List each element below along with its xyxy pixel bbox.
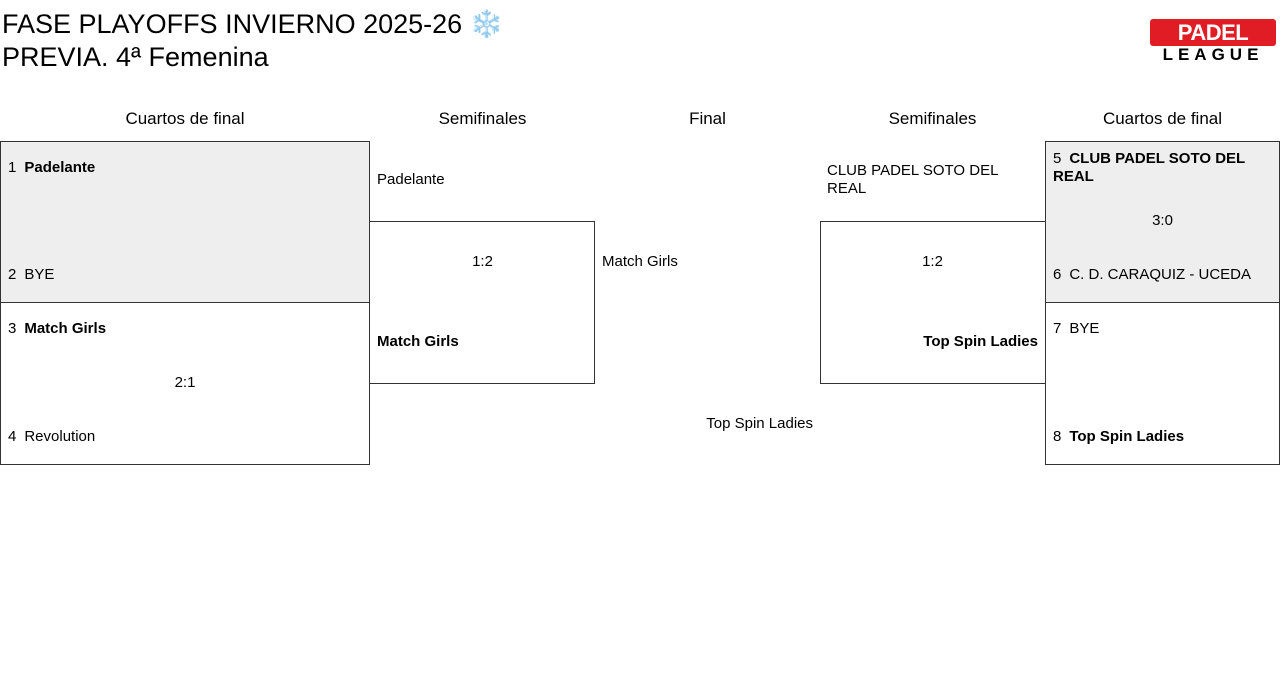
match-sf-right[interactable] — [820, 221, 1046, 384]
sf-right-team-1: CLUB PADEL SOTO DEL REAL — [827, 162, 998, 197]
logo-top: PADEL TEAM — [1150, 19, 1276, 72]
match-qf-1[interactable] — [0, 141, 370, 303]
final-team-2: Top Spin Ladies — [706, 415, 813, 432]
title-line-2: PREVIA. 4ª Femenina — [2, 42, 269, 72]
page-title: FASE PLAYOFFS INVIERNO 2025-26 ❄️ PREVIA… — [2, 8, 503, 74]
column-header-qf-left: Cuartos de final — [125, 109, 245, 128]
padel-team-league-logo: PADEL TEAM LEAGUE — [1150, 19, 1276, 72]
logo-bottom: LEAGUE — [1162, 45, 1264, 64]
match-score: 3:0 — [1152, 212, 1173, 229]
match-score: 1:2 — [472, 253, 493, 270]
match-sf-left[interactable] — [369, 221, 595, 384]
column-header-sf-left: Semifinales — [438, 109, 527, 128]
column-header-qf-right: Cuartos de final — [1102, 109, 1223, 128]
column-header-final: Final — [689, 109, 726, 128]
match-qf-3[interactable] — [1045, 141, 1280, 303]
column-header-sf-right: Semifinales — [888, 109, 977, 128]
final-team-1: Match Girls — [602, 253, 678, 270]
match-score: 1:2 — [922, 253, 943, 270]
title-line-1: FASE PLAYOFFS INVIERNO 2025-26 ❄️ — [2, 9, 504, 39]
sf-right-team-2: Top Spin Ladies — [923, 333, 1038, 350]
sf-left-team-1: Padelante — [377, 171, 445, 188]
match-score: 2:1 — [174, 374, 196, 391]
sf-left-team-2: Match Girls — [377, 333, 459, 350]
